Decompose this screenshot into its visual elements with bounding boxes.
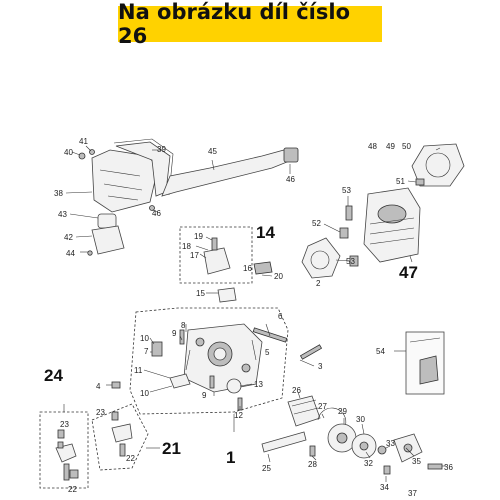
callout-40: 40: [64, 148, 73, 157]
callout-29: 29: [338, 407, 347, 416]
callout-45: 45: [208, 147, 217, 156]
callout-3: 3: [318, 362, 323, 371]
head-cover-part: [91, 149, 159, 213]
callout-42: 42: [64, 233, 73, 242]
screw-part: [111, 381, 121, 389]
stud-part: [345, 205, 353, 221]
callout-2: 2: [316, 279, 321, 288]
callout-8: 8: [181, 321, 186, 330]
valve-body-part-2: [111, 423, 133, 443]
inset-54-group: [394, 331, 445, 395]
crankcase-group: [106, 307, 323, 432]
head-cover-group: [65, 138, 174, 256]
exhaust-pipe-group: [161, 147, 299, 197]
callout-54: 54: [376, 347, 385, 356]
callout-4: 4: [96, 382, 101, 391]
callout-10b: 10: [140, 389, 149, 398]
title-banner: Na obrázku díl číslo 26: [118, 0, 382, 48]
callout-21: 21: [162, 439, 181, 458]
valve-body-part: [55, 443, 77, 463]
callout-16: 16: [243, 264, 252, 273]
cover-plate-part: [91, 225, 125, 255]
sprocket-part: [287, 395, 321, 427]
callout-27: 27: [318, 402, 327, 411]
callout-53: 53: [342, 186, 351, 195]
callout-numbers: 41 40 39 38 43 42 44 46 45 46 48 49 50 5…: [44, 137, 453, 498]
callout-25: 25: [262, 464, 271, 473]
callout-47: 47: [399, 263, 418, 282]
callout-38: 38: [54, 189, 63, 198]
callout-32: 32: [364, 459, 373, 468]
callout-44: 44: [66, 249, 75, 258]
group-1-frame: [129, 307, 289, 415]
shaft-part: [261, 431, 307, 453]
callout-22: 22: [68, 485, 77, 494]
callout-15: 15: [196, 289, 205, 298]
callout-20: 20: [274, 272, 283, 281]
callout-48: 48: [368, 142, 377, 151]
callout-6: 6: [278, 312, 283, 321]
callout-7: 7: [144, 347, 149, 356]
callout-46: 46: [286, 175, 295, 184]
callout-28: 28: [308, 460, 317, 469]
callout-34: 34: [380, 483, 389, 492]
callout-26: 26: [292, 386, 301, 395]
callout-43: 43: [58, 210, 67, 219]
callout-46-left: 46: [152, 209, 161, 218]
bolt-part: [78, 152, 86, 160]
oil-pump-part: [203, 247, 231, 275]
title-text: Na obrázku díl číslo 26: [118, 0, 351, 48]
callout-14: 14: [256, 223, 275, 242]
callout-24: 24: [44, 366, 63, 385]
callout-18: 18: [182, 242, 191, 251]
callout-19: 19: [194, 232, 203, 241]
left-valve-groups: [39, 403, 160, 489]
callout-36: 36: [444, 463, 453, 472]
callout-50: 50: [402, 142, 411, 151]
filter-screen-part: [217, 287, 237, 303]
group-14-frame: [179, 226, 253, 284]
callout-41: 41: [79, 137, 88, 146]
callout-51: 51: [396, 177, 405, 186]
callout-23: 23: [60, 420, 69, 429]
exhaust-pipe-part: [161, 149, 293, 197]
callout-33: 33: [386, 439, 395, 448]
group-21-frame: [91, 403, 149, 471]
callout-13: 13: [254, 380, 263, 389]
callout-52: 52: [312, 219, 321, 228]
callout-22b: 22: [126, 454, 135, 463]
callout-35: 35: [412, 457, 421, 466]
callout-37: 37: [408, 489, 417, 498]
callout-49: 49: [386, 142, 395, 151]
callout-17: 17: [190, 251, 199, 260]
cylinder-gasket-part: [411, 143, 465, 187]
callout-30: 30: [356, 415, 365, 424]
callout-23b: 23: [96, 408, 105, 417]
callout-5: 5: [265, 348, 270, 357]
callout-9: 9: [172, 329, 177, 338]
callout-1: 1: [226, 448, 235, 467]
cylinder-part: [363, 187, 421, 263]
callout-39: 39: [157, 145, 166, 154]
callout-53b: 53: [346, 257, 355, 266]
gear-train-group: [261, 391, 446, 482]
oil-pump-group: [179, 226, 273, 303]
callout-12: 12: [234, 411, 243, 420]
bracket-part: [151, 341, 163, 357]
cylinder-base-gasket-part: [301, 237, 341, 279]
callout-10: 10: [140, 334, 149, 343]
cylinder-group: [301, 143, 465, 279]
callout-11: 11: [134, 366, 143, 375]
seal-ring-part: [97, 213, 117, 229]
callout-9b: 9: [202, 391, 207, 400]
